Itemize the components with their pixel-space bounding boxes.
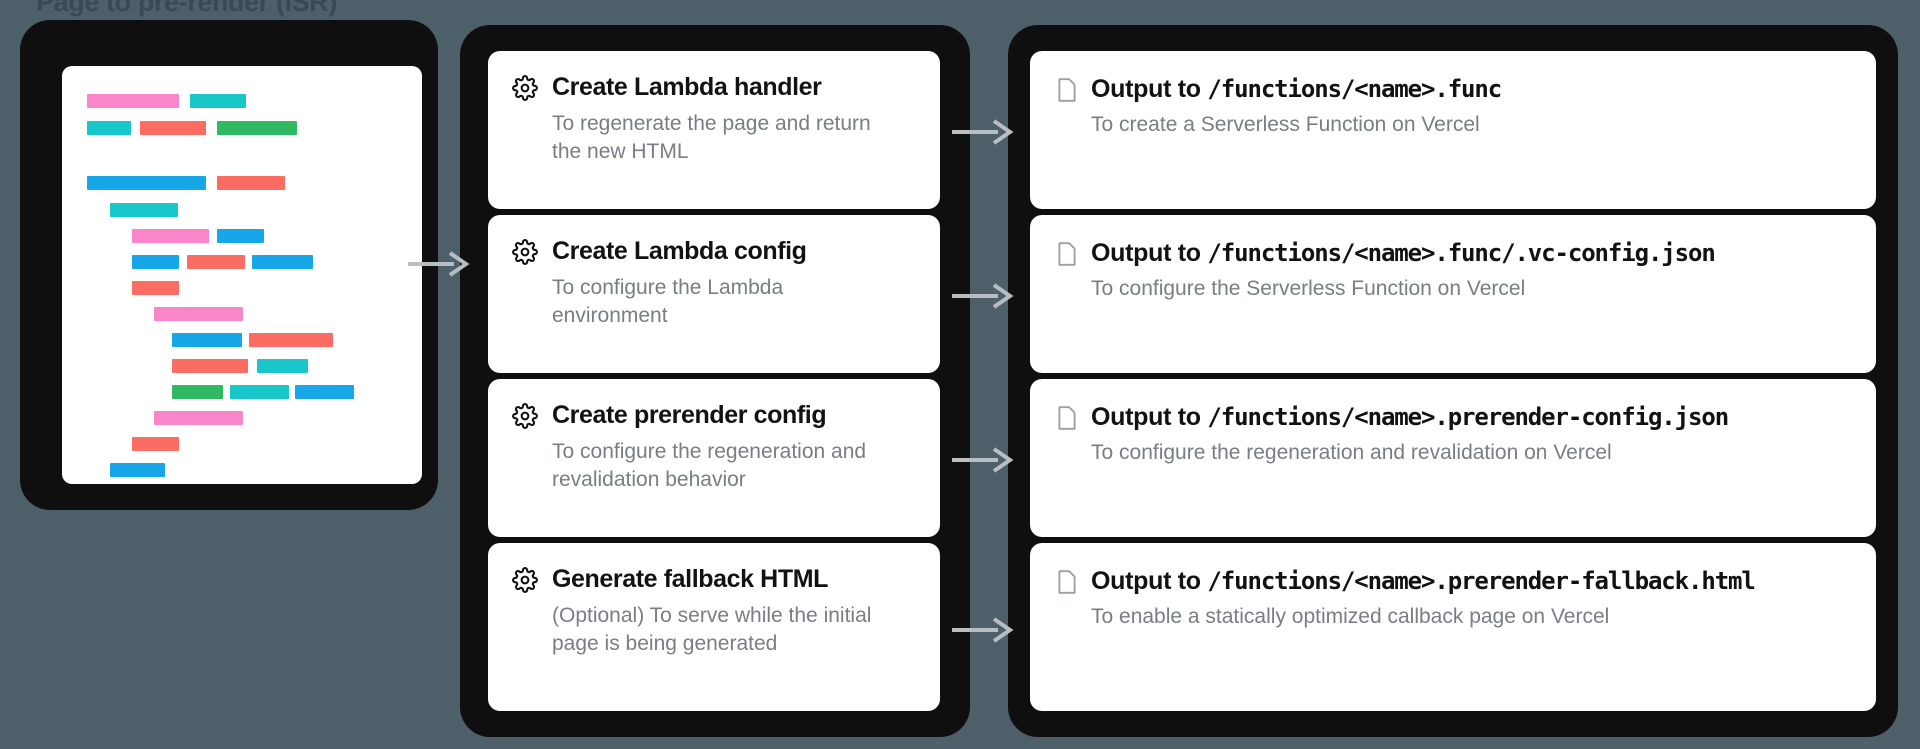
code-bar (87, 121, 131, 135)
code-bar (257, 359, 308, 373)
output-description: To configure the regeneration and revali… (1091, 441, 1612, 464)
code-bar-row (62, 385, 422, 399)
code-bar (190, 94, 246, 108)
code-bar (110, 463, 165, 477)
code-bar (132, 281, 179, 295)
code-bar-row (62, 307, 422, 321)
arrow-step-2-to-output-2 (950, 281, 1016, 311)
code-bar-row (62, 121, 422, 135)
code-bar (110, 203, 178, 217)
step-card-generate-fallback-html[interactable]: Generate fallback HTML (Optional) To ser… (488, 543, 940, 711)
output-label: Output to (1091, 75, 1201, 103)
code-bar (87, 94, 179, 108)
code-bar-row (62, 203, 422, 217)
code-bar (187, 255, 245, 269)
output-path: /functions/<name>.prerender-config.json (1207, 403, 1729, 431)
code-bar (140, 121, 206, 135)
step-title: Generate fallback HTML (552, 565, 829, 593)
output-description: To create a Serverless Function on Verce… (1091, 113, 1480, 136)
output-description: To configure the Serverless Function on … (1091, 277, 1526, 300)
output-path: /functions/<name>.func/.vc-config.json (1207, 239, 1715, 267)
step-description: To configure the Lambda environment (552, 276, 784, 327)
steps-panel: Create Lambda handler To regenerate the … (460, 25, 970, 737)
code-bar (230, 385, 289, 399)
output-title: Output to /functions/<name>.func (1091, 75, 1502, 104)
output-card-vc-config[interactable]: Output to /functions/<name>.func/.vc-con… (1030, 215, 1876, 373)
arrow-step-4-to-output-4 (950, 615, 1016, 645)
code-bar (132, 229, 209, 243)
output-header: Output to /functions/<name>.func (1056, 75, 1850, 104)
code-bar (154, 307, 243, 321)
gear-icon (512, 238, 538, 265)
step-card-create-prerender-config[interactable]: Create prerender config To configure the… (488, 379, 940, 537)
code-bar-row (62, 255, 422, 269)
output-title: Output to /functions/<name>.func/.vc-con… (1091, 239, 1716, 268)
file-icon (1056, 77, 1078, 103)
output-card-prerender-fallback[interactable]: Output to /functions/<name>.prerender-fa… (1030, 543, 1876, 711)
output-header: Output to /functions/<name>.prerender-fa… (1056, 567, 1850, 596)
code-bar-row (62, 333, 422, 347)
outputs-panel: Output to /functions/<name>.func To crea… (1008, 25, 1898, 737)
gear-icon (512, 402, 538, 429)
output-header: Output to /functions/<name>.prerender-co… (1056, 403, 1850, 432)
file-icon (1056, 569, 1078, 595)
code-bar (217, 121, 297, 135)
step-title: Create Lambda config (552, 237, 807, 265)
code-bar (217, 176, 285, 190)
code-bar-row (62, 437, 422, 451)
file-icon (1056, 405, 1078, 431)
output-title: Output to /functions/<name>.prerender-co… (1091, 403, 1729, 432)
code-bar-row (62, 411, 422, 425)
output-card-func[interactable]: Output to /functions/<name>.func To crea… (1030, 51, 1876, 209)
arrow-step-3-to-output-3 (950, 445, 1016, 475)
file-icon (1056, 241, 1078, 267)
step-card-create-lambda-handler[interactable]: Create Lambda handler To regenerate the … (488, 51, 940, 209)
code-bar-row (62, 359, 422, 373)
code-bar (295, 385, 354, 399)
code-bar-row (62, 463, 422, 477)
output-label: Output to (1091, 239, 1201, 267)
code-bar (87, 176, 206, 190)
arrow-page-to-steps (406, 249, 472, 279)
step-header: Generate fallback HTML (512, 565, 916, 594)
code-bar (132, 437, 179, 451)
gear-icon (512, 74, 538, 101)
code-bar (252, 255, 313, 269)
code-bar (172, 333, 242, 347)
code-bar-row (62, 229, 422, 243)
page-title: Page to pre-render (ISR) (36, 0, 337, 17)
output-header: Output to /functions/<name>.func/.vc-con… (1056, 239, 1850, 268)
code-bar-row (62, 94, 422, 108)
step-header: Create prerender config (512, 401, 916, 430)
output-description: To enable a statically optimized callbac… (1091, 605, 1610, 628)
step-description: (Optional) To serve while the initial pa… (552, 604, 872, 655)
output-path: /functions/<name>.prerender-fallback.htm… (1207, 567, 1755, 595)
code-bar-row (62, 176, 422, 190)
output-path: /functions/<name>.func (1207, 75, 1502, 103)
output-label: Output to (1091, 567, 1201, 595)
step-description: To regenerate the page and return the ne… (552, 112, 871, 163)
step-title: Create prerender config (552, 401, 827, 429)
step-description: To configure the regeneration and revali… (552, 440, 867, 491)
code-bar (172, 385, 223, 399)
code-bar (172, 359, 248, 373)
code-bar (154, 411, 243, 425)
code-bar (132, 255, 179, 269)
page-preview-panel (20, 20, 438, 510)
page-preview-card (62, 66, 422, 484)
step-card-create-lambda-config[interactable]: Create Lambda config To configure the La… (488, 215, 940, 373)
code-bar-row (62, 281, 422, 295)
arrow-step-1-to-output-1 (950, 117, 1016, 147)
output-label: Output to (1091, 403, 1201, 431)
step-title: Create Lambda handler (552, 73, 822, 101)
output-card-prerender-config[interactable]: Output to /functions/<name>.prerender-co… (1030, 379, 1876, 537)
step-header: Create Lambda handler (512, 73, 916, 102)
output-title: Output to /functions/<name>.prerender-fa… (1091, 567, 1756, 596)
code-bar (217, 229, 264, 243)
gear-icon (512, 566, 538, 593)
step-header: Create Lambda config (512, 237, 916, 266)
code-bar (249, 333, 333, 347)
